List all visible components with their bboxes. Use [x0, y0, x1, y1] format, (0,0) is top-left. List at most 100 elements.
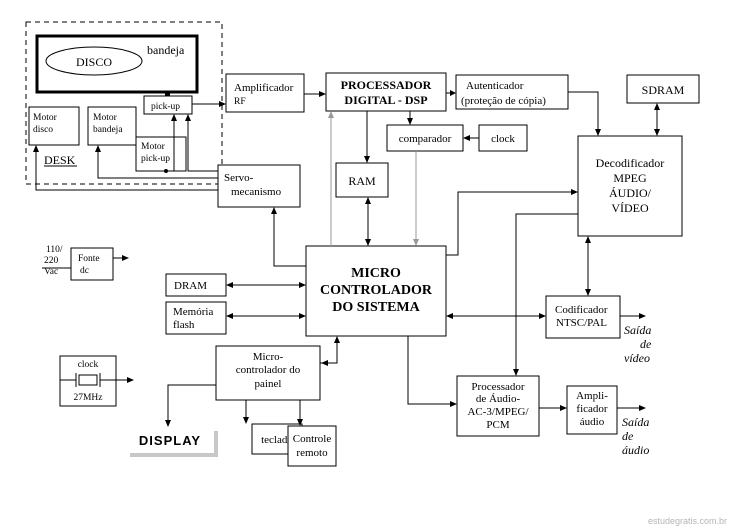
- servo-block: Servo- mecanismo: [217, 164, 301, 208]
- audio-proc-block: Processador de Áudio- AC-3/MPEG/ PCM: [456, 375, 540, 437]
- amplifier-rf-block: Amplificador RF: [225, 73, 305, 113]
- audio-amp-label-2: ficador: [576, 403, 607, 415]
- arrow-pickup-amp: [219, 101, 226, 107]
- pickup-label: pick-up: [151, 102, 180, 112]
- audio-proc-label-3: AC-3/MPEG/: [467, 406, 529, 418]
- display-block: DISPLAY: [126, 427, 218, 457]
- remote-label-1: Controle: [293, 433, 332, 445]
- audio-proc-label-1: Processador: [471, 381, 524, 393]
- wire-servo-pickup: [187, 117, 218, 172]
- audio-amp-block: Ampli- ficador áudio: [566, 385, 618, 435]
- dram-label: DRAM: [174, 280, 207, 292]
- audio-out-label-1: Saída: [622, 415, 649, 429]
- arrow-ram-up: [365, 197, 371, 204]
- motor-tray-box: [87, 106, 137, 146]
- dsp-label-2: DIGITAL - DSP: [344, 93, 427, 107]
- flash-block: Memória flash: [165, 301, 227, 335]
- desk-group: DESK bandeja DISCO Motor disco Motor ban…: [25, 21, 223, 185]
- power-label-2: dc: [80, 266, 89, 276]
- audio-amp-box: [566, 385, 618, 435]
- motor-pickup-label-1: Motor: [141, 142, 166, 152]
- crystal-label-1: clock: [78, 360, 99, 370]
- mpeg-decoder-label-3: ÁUDIO/: [609, 186, 652, 200]
- micro-block: MICRO CONTROLADOR DO SISTEMA: [305, 245, 447, 337]
- wire-servo-motor-disc: [35, 148, 218, 191]
- arrow-micro-audio: [450, 401, 457, 407]
- ram-label: RAM: [348, 174, 376, 188]
- motor-disc-label-1: Motor: [33, 113, 58, 123]
- audio-amp-label-3: áudio: [580, 416, 605, 428]
- flash-label-1: Memória: [173, 306, 213, 318]
- sdram-block: SDRAM: [626, 74, 700, 104]
- sdram-box: [626, 74, 700, 104]
- junction-dot: [164, 169, 168, 173]
- panel-mcu-box: [215, 345, 321, 401]
- keyboard-label: teclado: [261, 434, 293, 446]
- arrow-ram-down: [365, 239, 371, 246]
- arrow-motor-pickup-up: [171, 114, 177, 121]
- sdram-label: SDRAM: [642, 83, 685, 97]
- panel-mcu-block: Micro- controlador do painel: [215, 345, 321, 401]
- panel-mcu-label-3: painel: [255, 378, 282, 390]
- arrow-sdram-down: [654, 129, 660, 136]
- wire-mpeg-audio: [515, 213, 578, 374]
- pickup-laser-marker: [165, 91, 170, 96]
- flash-box: [165, 301, 227, 335]
- motor-tray-label-1: Motor: [93, 113, 118, 123]
- panel-mcu-label-2: controlador do: [236, 364, 301, 376]
- ntsc-label-1: Codificador: [555, 304, 608, 316]
- servo-box: [217, 164, 301, 208]
- clock-block: clock: [478, 124, 528, 152]
- arrow-crystal-out: [127, 377, 134, 383]
- motor-disc-label-2: disco: [33, 125, 53, 135]
- video-out-label-1: Saída: [624, 323, 651, 337]
- arrow-micro-servo: [271, 207, 277, 214]
- mpeg-decoder-block: Decodificador MPEG ÁUDIO/ VÍDEO: [577, 135, 683, 237]
- authenticator-label-1: Autenticador: [466, 80, 524, 92]
- power-input-label-2: 220: [44, 256, 59, 266]
- power-box: [70, 247, 114, 281]
- micro-box: [305, 245, 447, 337]
- amplifier-rf-box: [225, 73, 305, 113]
- remote-label-2: remoto: [296, 447, 328, 459]
- watermark: estudegratis.com.br: [648, 516, 727, 526]
- micro-label-3: DO SISTEMA: [332, 300, 420, 315]
- audio-proc-box: [456, 375, 540, 437]
- desk-boundary: [25, 21, 223, 185]
- arrow-comp-micro: [413, 239, 419, 246]
- ram-box: [335, 162, 389, 198]
- arrow-audio-amp: [560, 405, 567, 411]
- authenticator-box: [455, 74, 569, 110]
- arrow-clock-comp: [463, 135, 470, 141]
- connections: [33, 90, 660, 427]
- arrow-dram-right: [299, 282, 306, 288]
- micro-label-1: MICRO: [351, 266, 401, 281]
- arrow-servo-pickup: [185, 114, 191, 121]
- arrow-panel-micro-up: [334, 336, 340, 343]
- arrow-micro-mpeg: [571, 189, 578, 195]
- disc-shape: [45, 46, 143, 76]
- comparator-block: comparador: [386, 124, 464, 152]
- display-label: DISPLAY: [139, 433, 201, 448]
- audio-out-label-3: áudio: [622, 443, 649, 457]
- arrow-amp-out: [639, 405, 646, 411]
- audio-out-label-2: de: [622, 429, 634, 443]
- dsp-label-1: PROCESSADOR: [341, 78, 432, 92]
- comparator-label: comparador: [399, 133, 452, 145]
- ntsc-label-2: NTSC/PAL: [556, 317, 607, 329]
- display-box: [126, 427, 214, 453]
- arrow-flash-left: [226, 313, 233, 319]
- mpeg-decoder-label-2: MPEG: [613, 171, 647, 185]
- dsp-box: [325, 72, 447, 112]
- ntsc-box: [545, 295, 621, 339]
- arrow-dsp-ram: [364, 156, 370, 163]
- motor-tray-label-2: bandeja: [93, 125, 123, 135]
- desk-label: DESK: [44, 153, 76, 167]
- crystal-symbol: [78, 374, 98, 386]
- video-out-label-3: vídeo: [624, 351, 650, 365]
- crystal-label-2: 27MHz: [73, 393, 102, 403]
- arrow-ntsc-out: [639, 313, 646, 319]
- mpeg-decoder-box: [577, 135, 683, 237]
- servo-label-2: mecanismo: [231, 186, 282, 198]
